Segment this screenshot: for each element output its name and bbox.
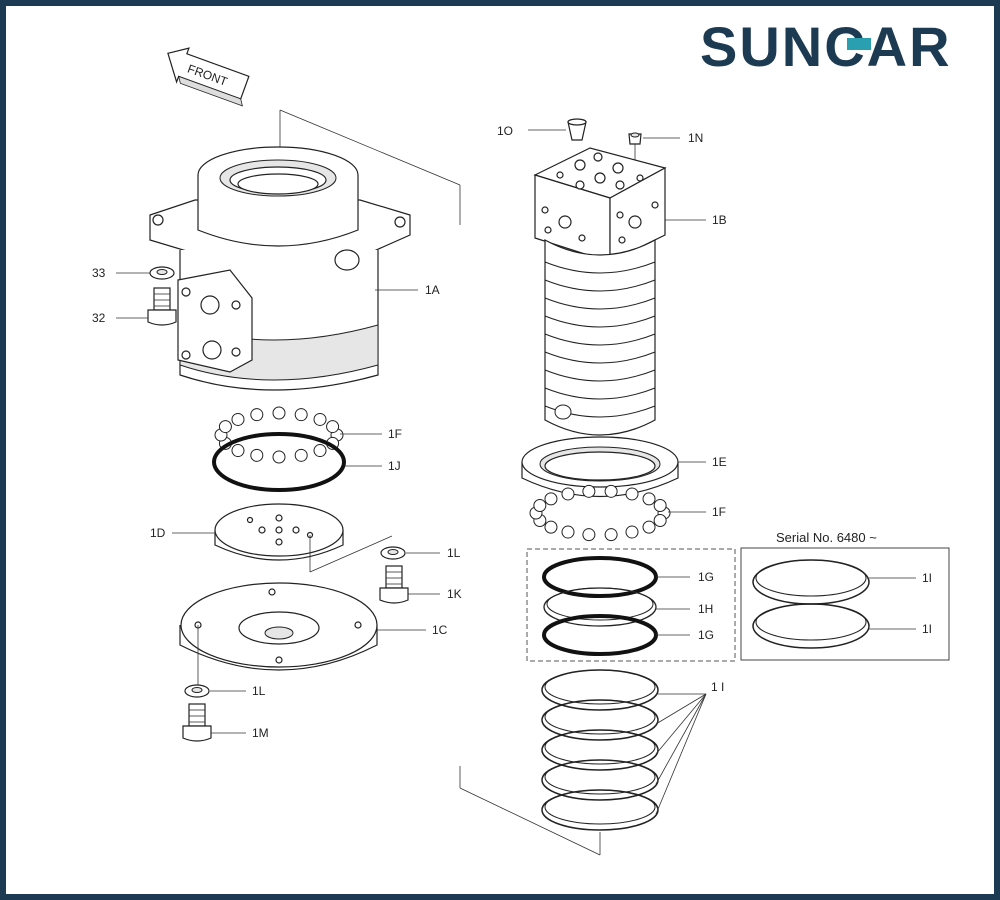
ball: [604, 528, 618, 542]
shaft-groove: [544, 297, 656, 310]
leader-line: [655, 693, 707, 725]
ball: [544, 520, 558, 534]
label-1h: 1H: [698, 602, 713, 616]
label-1n: 1N: [688, 131, 703, 145]
label-32: 32: [92, 311, 106, 325]
shaft-groove: [544, 351, 656, 364]
shaft-groove: [544, 387, 656, 400]
block-1b: [533, 147, 706, 263]
label-1o: 1O: [497, 124, 513, 138]
bolt-1m: [182, 703, 246, 742]
oring-1j: [212, 432, 382, 492]
seal-kit-box: [526, 548, 736, 662]
seal-ring-inner: [544, 759, 656, 795]
logo-text: SUNCAR: [700, 15, 952, 78]
ball: [250, 448, 264, 462]
ball: [642, 520, 656, 534]
shaft-groove: [544, 369, 656, 382]
label-1f-left: 1F: [388, 427, 402, 441]
washer-1l-top: [380, 546, 440, 560]
ball: [642, 492, 656, 506]
ball: [313, 412, 327, 426]
ball: [326, 420, 340, 434]
ball: [653, 514, 667, 528]
ball: [218, 420, 232, 434]
label-1i-serial-top: 1I: [922, 571, 932, 585]
label-1j: 1J: [388, 459, 401, 473]
ball: [582, 528, 596, 542]
label-1b: 1B: [712, 213, 727, 227]
shaft-groove: [544, 333, 656, 346]
plate-1d: [172, 503, 393, 573]
ball-ring-1f-right: [529, 484, 671, 542]
serial-box-label: Serial No. 6480 ~: [776, 530, 877, 545]
ball: [625, 487, 639, 501]
label-1d: 1D: [150, 526, 166, 540]
oring-1g-top: [542, 556, 690, 598]
seal-ring-1i-serial-bottom: [752, 603, 916, 649]
seat-ring-1e: [521, 436, 706, 497]
leader-line: [655, 693, 707, 755]
serial-box: [740, 547, 950, 661]
label-1g-bottom: 1G: [698, 628, 714, 642]
front-arrow: FRONT: [167, 47, 250, 107]
ball: [544, 492, 558, 506]
seal-ring-inner: [544, 789, 656, 825]
label-33: 33: [92, 266, 106, 280]
ball: [272, 406, 286, 420]
leader-line: [655, 693, 707, 815]
ball: [533, 498, 547, 512]
flange-1c: [179, 582, 426, 690]
seal-ring-1i-serial-top: [752, 559, 916, 605]
leader-line: [655, 693, 707, 785]
brand-logo: SUNCAR: [700, 15, 952, 78]
ball: [313, 444, 327, 458]
backup-ring-1h: [543, 587, 690, 627]
seal-ring-inner: [544, 699, 656, 735]
housing-1a: [149, 109, 461, 391]
ball: [272, 450, 286, 464]
ball: [625, 525, 639, 539]
label-1k: 1K: [447, 587, 462, 601]
plug-1o: [528, 118, 587, 141]
label-1m: 1M: [252, 726, 269, 740]
ball: [582, 484, 596, 498]
shaft-groove: [544, 279, 656, 292]
label-1l-bottom: 1L: [252, 684, 266, 698]
shaft-groove: [544, 261, 656, 274]
seal-ring-stack-1i: [541, 669, 707, 831]
bolt-1k: [379, 565, 440, 604]
ball: [250, 408, 264, 422]
seal-ring-inner: [544, 729, 656, 765]
label-1f-right: 1F: [712, 505, 726, 519]
ball: [653, 498, 667, 512]
label-1l-top: 1L: [447, 546, 461, 560]
shaft-port: [554, 404, 572, 420]
ball: [561, 487, 575, 501]
label-1e: 1E: [712, 455, 727, 469]
label-1i-stack: 1 I: [711, 680, 724, 694]
spool-shaft: [544, 238, 656, 436]
ball: [604, 484, 618, 498]
washer-1l-bottom: [184, 684, 246, 698]
shaft-groove: [544, 315, 656, 328]
logo-accent: [847, 38, 871, 50]
ball: [231, 412, 245, 426]
label-1c: 1C: [432, 623, 448, 637]
label-1i-serial-bottom: 1I: [922, 622, 932, 636]
ball: [231, 444, 245, 458]
bolt-32: [116, 287, 177, 326]
label-1g-top: 1G: [698, 570, 714, 584]
ball: [561, 525, 575, 539]
washer-33: [116, 266, 175, 280]
label-1a: 1A: [425, 283, 440, 297]
ball: [294, 448, 308, 462]
oring-1g-bottom: [542, 614, 690, 656]
ball: [294, 408, 308, 422]
seal-ring-inner: [544, 669, 656, 705]
